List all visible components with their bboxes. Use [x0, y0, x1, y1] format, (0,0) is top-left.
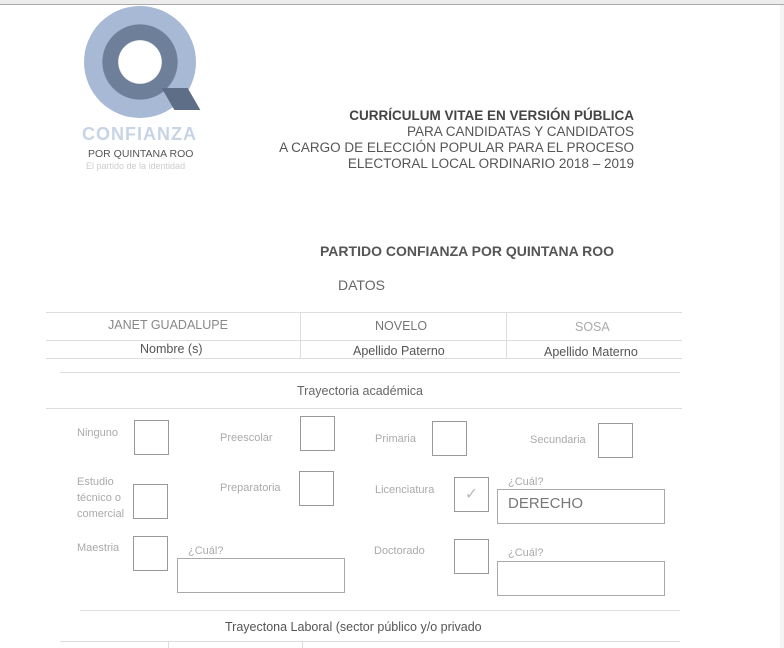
- primaria-checkbox[interactable]: [432, 421, 467, 456]
- section-datos: DATOS: [338, 277, 385, 293]
- maestria-checkbox[interactable]: [133, 536, 168, 571]
- header-line: ELECTORAL LOCAL ORDINARIO 2018 – 2019: [347, 156, 634, 171]
- licenciatura-value: DERECHO: [508, 495, 584, 512]
- window-top-bar: [0, 0, 784, 5]
- maestria-cual-label: ¿Cuál?: [188, 545, 224, 557]
- doctorado-cual-label: ¿Cuál?: [508, 547, 544, 559]
- divider: [60, 372, 680, 373]
- divider: [46, 408, 682, 409]
- paternal-label: Apellido Paterno: [353, 344, 445, 358]
- academic-title: Trayectoria académica: [297, 384, 423, 398]
- divider: [302, 641, 303, 648]
- labor-title: Trayectona Laboral (sector público y/o p…: [225, 620, 482, 634]
- preescolar-label: Preescolar: [220, 432, 273, 444]
- logo-subtitle: POR QUINTANA ROO: [88, 148, 194, 160]
- divider: [300, 312, 301, 358]
- maestria-label: Maestria: [77, 542, 120, 554]
- licenciatura-checkbox-checked[interactable]: ✓: [454, 477, 489, 512]
- scrollbar[interactable]: [780, 5, 784, 648]
- licenciatura-field[interactable]: DERECHO: [497, 489, 665, 524]
- first-name-label: Nombre (s): [140, 342, 203, 356]
- licenciatura-label: Licenciatura: [375, 484, 435, 496]
- maternal-value: SOSA: [575, 320, 610, 334]
- divider: [506, 312, 507, 358]
- licenciatura-cual-label: ¿Cuál?: [508, 476, 544, 488]
- header-line: A CARGO DE ELECCIÓN POPULAR PARA EL PROC…: [279, 140, 634, 155]
- header-line: PARA CANDIDATAS Y CANDIDATOS: [406, 124, 634, 139]
- divider: [60, 641, 680, 642]
- doctorado-label: Doctorado: [374, 545, 425, 557]
- preparatoria-checkbox[interactable]: [299, 471, 334, 506]
- divider: [46, 340, 682, 341]
- ninguno-label: Ninguno: [77, 427, 118, 439]
- document-header: CURRÍCULUM VITAE EN VERSIÓN PÚBLICA PARA…: [279, 108, 634, 172]
- primaria-label: Primaria: [375, 433, 416, 445]
- divider: [168, 641, 169, 648]
- tecnico-label: Estudio técnico o comercial: [77, 476, 125, 520]
- maestria-field[interactable]: [177, 558, 345, 593]
- logo-name: CONFIANZA: [82, 124, 197, 144]
- paternal-value: NOVELO: [375, 319, 428, 333]
- logo-tagline: El partido de la identidad: [86, 161, 186, 171]
- secundaria-label: Secundaria: [530, 434, 586, 446]
- preparatoria-label: Preparatoria: [220, 482, 281, 494]
- maternal-label: Apellido Materno: [544, 345, 638, 359]
- ninguno-checkbox[interactable]: [134, 420, 169, 455]
- first-name-value: JANET GUADALUPE: [108, 318, 228, 332]
- doctorado-field[interactable]: [497, 561, 665, 596]
- preescolar-checkbox[interactable]: [300, 416, 335, 451]
- secundaria-checkbox[interactable]: [598, 423, 633, 458]
- doctorado-checkbox[interactable]: [454, 539, 489, 574]
- party-logo: CONFIANZA POR QUINTANA ROO El partido de…: [80, 6, 220, 171]
- divider: [46, 312, 682, 313]
- divider: [80, 610, 680, 611]
- header-title: CURRÍCULUM VITAE EN VERSIÓN PÚBLICA: [349, 108, 634, 123]
- party-name: PARTIDO CONFIANZA POR QUINTANA ROO: [320, 243, 614, 259]
- tecnico-checkbox[interactable]: [133, 484, 168, 519]
- divider: [46, 358, 682, 359]
